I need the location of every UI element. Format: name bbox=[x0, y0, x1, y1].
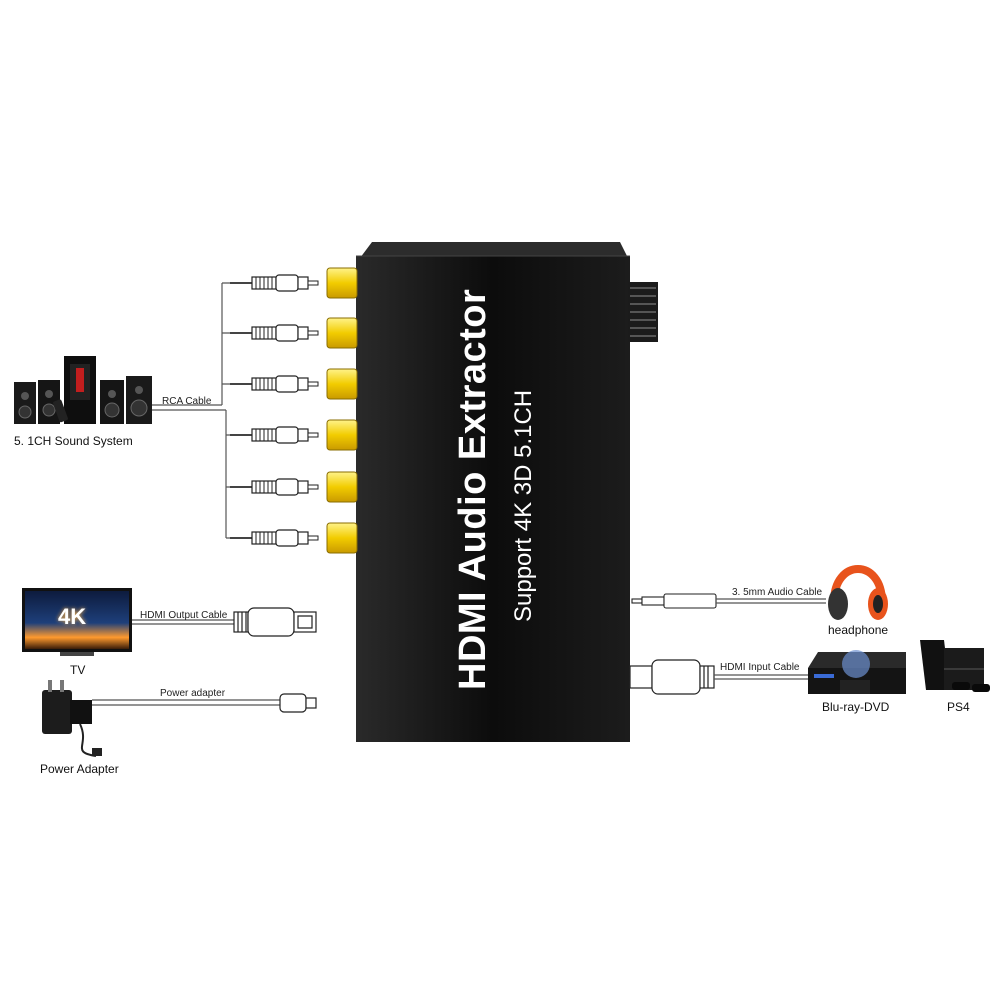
bluray-player-icon bbox=[808, 650, 906, 694]
device-title: HDMI Audio Extractor bbox=[452, 288, 494, 690]
bluray-label: Blu-ray-DVD bbox=[822, 700, 890, 714]
hdmi-audio-extractor-device bbox=[326, 242, 658, 742]
rca-cable-bundle bbox=[150, 282, 245, 539]
power-adapter-icon bbox=[42, 680, 102, 757]
sound-system-label: 5. 1CH Sound System bbox=[14, 434, 133, 448]
audio-jack-icon bbox=[631, 593, 717, 609]
hdmi-input-cable bbox=[714, 674, 808, 680]
device-label-area: HDMI Audio Extractor Support 4K 3D 5.1CH bbox=[390, 250, 620, 730]
rca-cable-label: RCA Cable bbox=[162, 396, 212, 407]
headphone-label: headphone bbox=[828, 623, 889, 637]
volume-knob-icon bbox=[628, 282, 658, 342]
ps4-label: PS4 bbox=[947, 700, 970, 714]
hdmi-input-cable-label: HDMI Input Cable bbox=[720, 662, 800, 673]
audio-cable-label: 3. 5mm Audio Cable bbox=[732, 587, 823, 598]
tv-label: TV bbox=[70, 663, 86, 677]
rca-jack-column bbox=[326, 267, 358, 554]
speaker-icon bbox=[14, 356, 152, 424]
device-subtitle: Support 4K 3D 5.1CH bbox=[510, 389, 537, 622]
audio-cable bbox=[716, 598, 826, 604]
hdmi-plug-icon bbox=[629, 659, 715, 695]
headphone-icon bbox=[828, 565, 888, 620]
tv-icon bbox=[22, 588, 132, 656]
rca-plug-icon bbox=[229, 274, 319, 547]
ps4-console-icon bbox=[920, 640, 990, 692]
hdmi-output-cable-label: HDMI Output Cable bbox=[140, 610, 228, 621]
power-adapter-label: Power Adapter bbox=[40, 762, 119, 776]
hdmi-plug-icon bbox=[233, 607, 317, 637]
power-adapter-cable-label: Power adapter bbox=[160, 688, 226, 699]
hdmi-output-cable bbox=[132, 619, 234, 625]
tv-4k-badge: 4K bbox=[58, 604, 87, 629]
power-cable bbox=[92, 699, 280, 706]
micro-usb-plug-icon bbox=[279, 693, 317, 713]
